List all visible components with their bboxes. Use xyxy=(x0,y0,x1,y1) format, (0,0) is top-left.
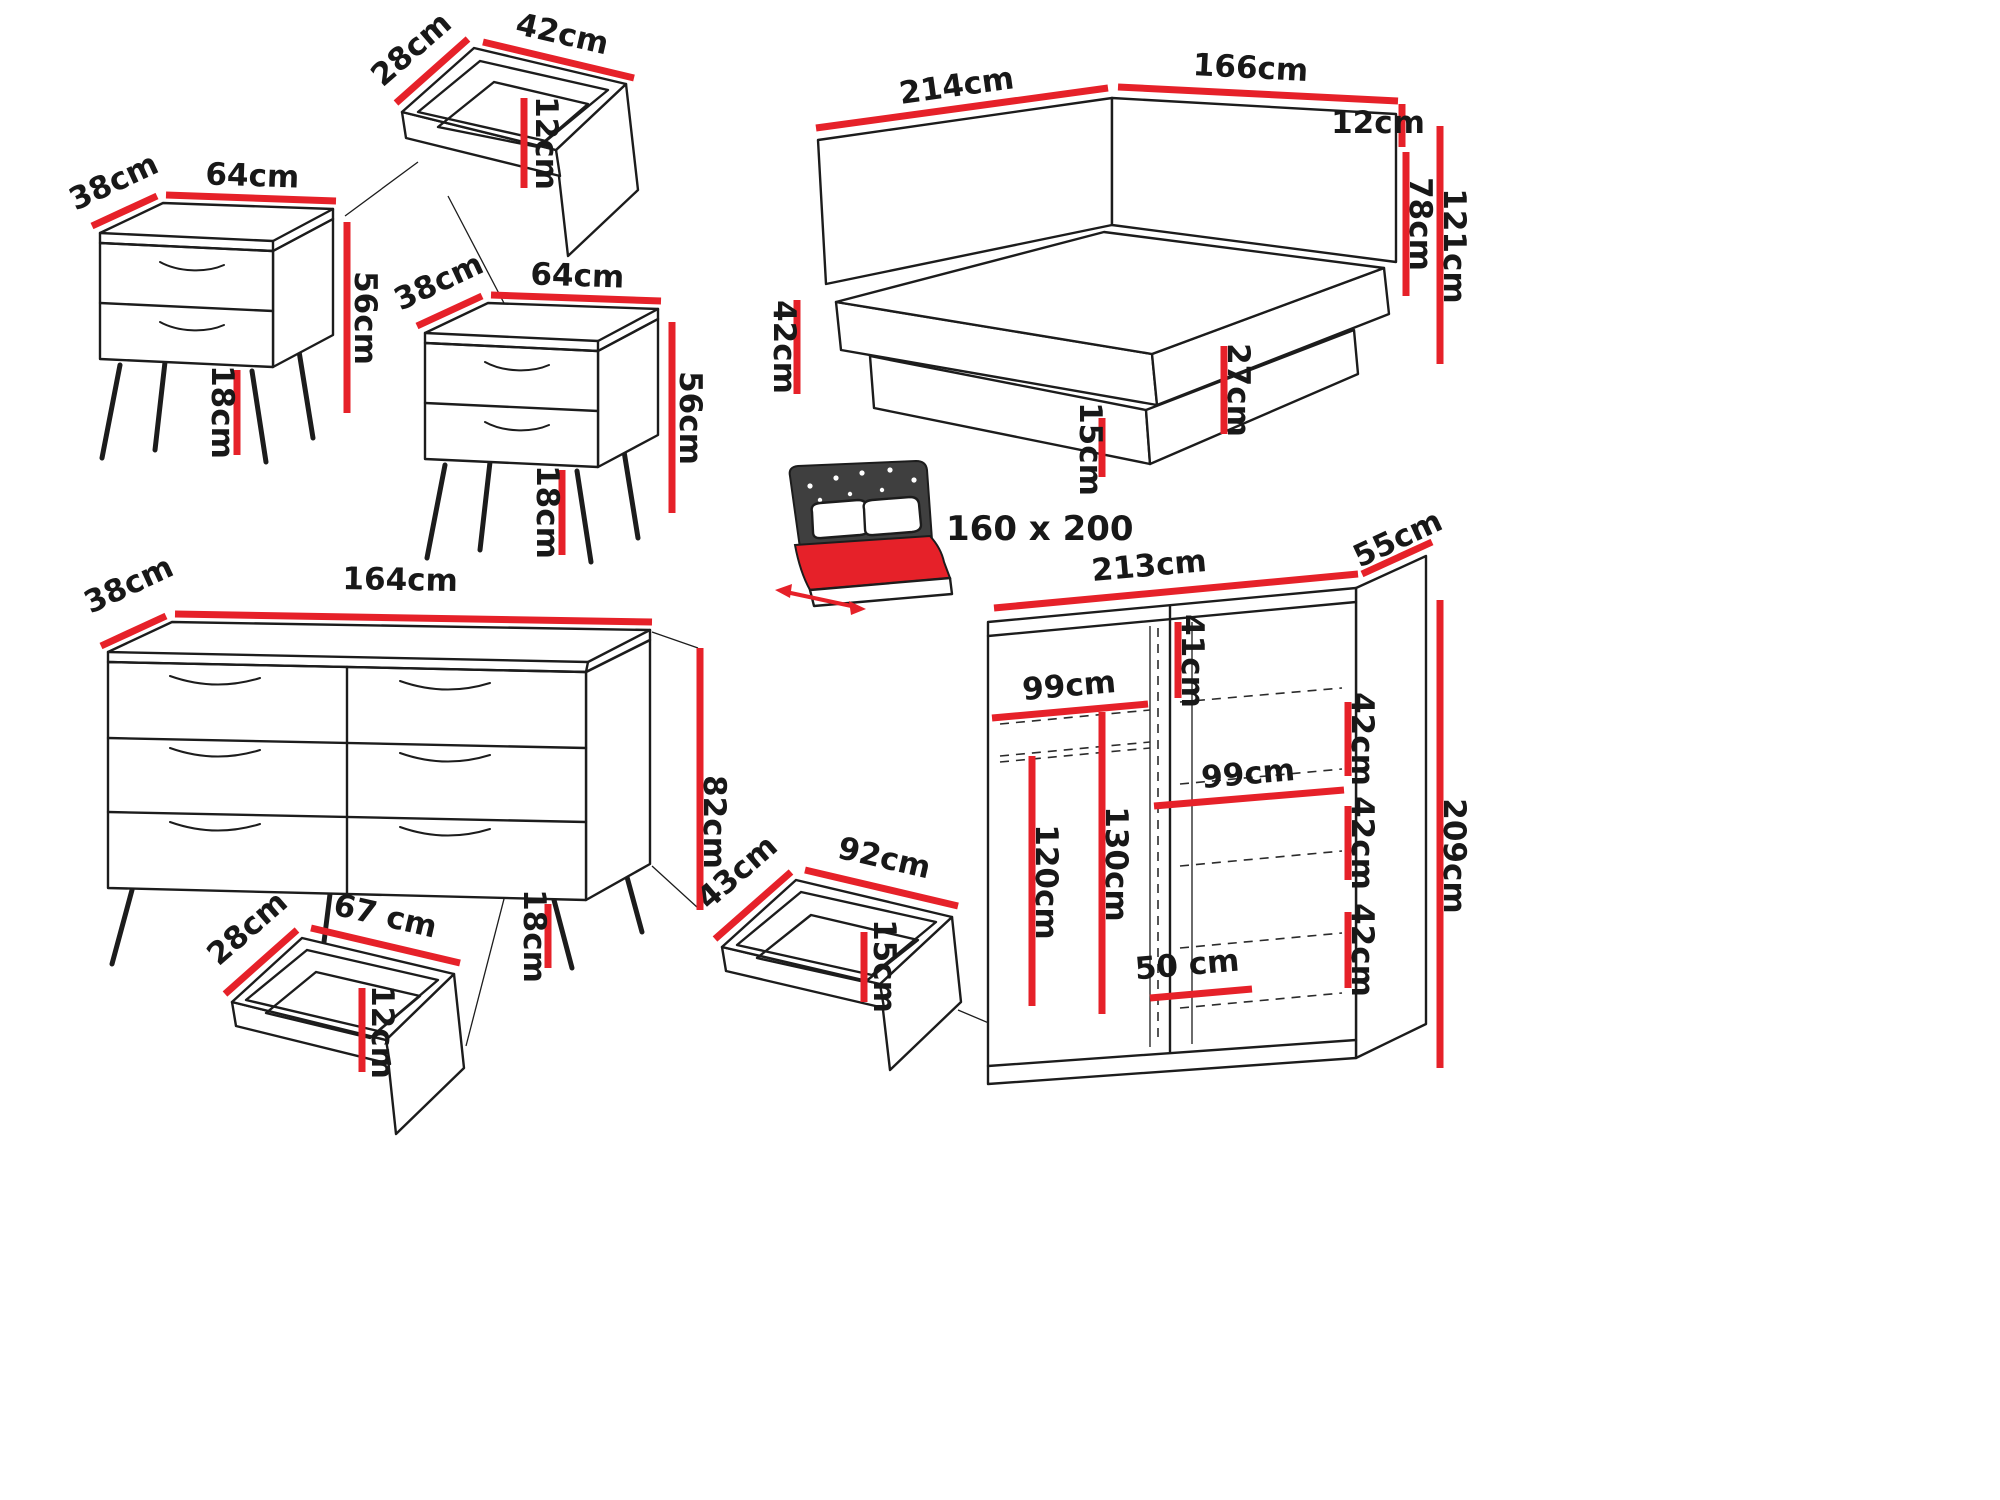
nightstand-left-drawing xyxy=(90,191,351,465)
dresser-depth-label: 38cm xyxy=(79,549,179,621)
connector-line xyxy=(344,161,419,217)
bed-total-height-label: 121cm xyxy=(1436,188,1472,303)
bed-clearance-label: 15cm xyxy=(1072,402,1108,496)
wardrobe-top-section-label: 41cm xyxy=(1174,614,1210,708)
wardrobe-height-label: 209cm xyxy=(1436,798,1472,913)
small-drawer-height-label: 12cm xyxy=(528,96,564,190)
nightstand-right-depth-label: 38cm xyxy=(389,246,489,318)
nightstand-left-depth-label: 38cm xyxy=(64,146,164,218)
underbed-drawer-height-label: 15cm xyxy=(866,919,902,1013)
small-drawer-drawing xyxy=(393,36,640,258)
wardrobe-shelf-gap-middle-label: 42cm xyxy=(1344,796,1380,890)
dresser-width-label: 164cm xyxy=(342,561,458,599)
bed-headboard-height-label: 78cm xyxy=(1402,177,1438,271)
nightstand-left-height-label: 56cm xyxy=(347,271,383,365)
nightstand-left-width-label: 64cm xyxy=(205,156,300,195)
wardrobe-depth-label: 55cm xyxy=(1348,503,1448,575)
nightstand-right-height-label: 56cm xyxy=(672,371,708,465)
wardrobe-left-width-label: 99cm xyxy=(1021,664,1118,708)
mattress-size-icon xyxy=(775,459,954,615)
dresser-drawing xyxy=(99,610,704,971)
dresser-drawer-drawing xyxy=(222,924,466,1136)
bed-headboard-thickness-label: 12cm xyxy=(1331,105,1425,141)
bed-frame-height-label: 27cm xyxy=(1220,343,1256,437)
bed-side-height-label: 42cm xyxy=(766,300,802,394)
dresser-leg-label: 18cm xyxy=(516,889,552,983)
mattress-size-label: 160 x 200 xyxy=(946,509,1134,549)
underbed-drawer-drawing xyxy=(712,866,963,1072)
wardrobe-drawing xyxy=(986,538,1444,1086)
bed-headboard-extension-label: 166cm xyxy=(1192,47,1309,89)
wardrobe-middle-hanging-label: 130cm xyxy=(1098,806,1134,921)
wardrobe-right-width-label: 99cm xyxy=(1200,752,1297,796)
nightstand-right-width-label: 64cm xyxy=(530,256,625,295)
wardrobe-shelf-gap-top-label: 42cm xyxy=(1344,692,1380,786)
nightstand-right-leg-label: 18cm xyxy=(529,465,565,559)
bed-drawing xyxy=(793,83,1444,477)
wardrobe-width-label: 213cm xyxy=(1090,543,1208,589)
dresser-drawer-height-label: 12cm xyxy=(364,985,400,1079)
dresser-height-label: 82cm xyxy=(696,775,732,869)
wardrobe-left-hanging-label: 120cm xyxy=(1028,824,1064,939)
nightstand-left-leg-label: 18cm xyxy=(204,365,240,459)
connector-line xyxy=(447,195,506,306)
wardrobe-shelf-gap-bottom-label: 42cm xyxy=(1344,903,1380,997)
